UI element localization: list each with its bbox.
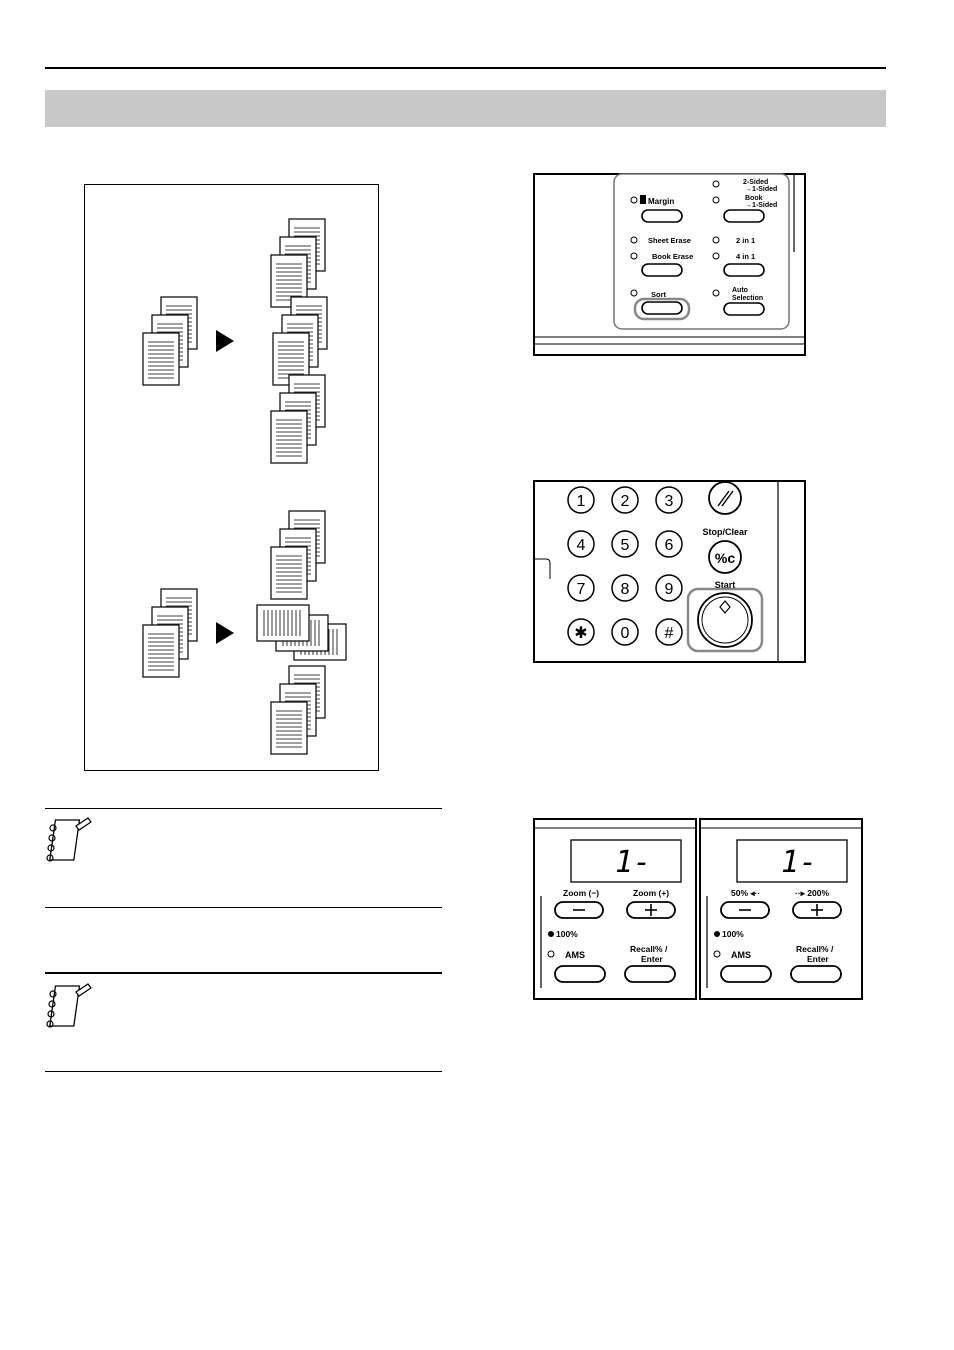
left-recall-line1: Recall% /	[630, 944, 668, 954]
right-ams-label: AMS	[731, 950, 751, 960]
note-rule-bottom-2	[45, 1071, 442, 1072]
book-line2: →1-Sided	[745, 202, 777, 209]
key-5[interactable]	[611, 530, 639, 558]
combine-button[interactable]	[723, 263, 765, 277]
key-5-label: 5	[621, 537, 630, 554]
notepad-icon-1	[46, 817, 92, 862]
left-100-label: 100%	[556, 929, 578, 939]
stop-clear-label: Stop/Clear	[702, 527, 748, 537]
display-panel-right: 1- 50% ◂·· ··▸ 200% 100% AMS Recall% / E…	[699, 818, 863, 1000]
reset-button[interactable]	[708, 481, 742, 515]
keypad-panel: 1 2 3 4 5 6 7 8 9 ✱ 0 # Stop/Clear %c St…	[533, 480, 806, 663]
stop-clear-icon: %c	[715, 550, 735, 566]
book-line1: Book	[745, 195, 763, 202]
four-in-one-label: 4 in 1	[736, 252, 755, 261]
key-hash[interactable]	[655, 618, 683, 646]
note-rule-top-1	[45, 808, 442, 809]
key-1-label: 1	[577, 493, 586, 510]
left-readout: 1-	[615, 845, 651, 880]
left-ams-button[interactable]	[554, 965, 606, 983]
key-8[interactable]	[611, 574, 639, 602]
sheet-erase-label: Sheet Erase	[648, 236, 691, 245]
erase-button[interactable]	[641, 263, 683, 277]
right-recall-line2: Enter	[807, 954, 829, 964]
auto-line2: Selection	[732, 295, 763, 302]
left-recall-line2: Enter	[641, 954, 663, 964]
auto-line1: Auto	[732, 287, 748, 294]
start-label: Start	[715, 580, 736, 590]
two-sided-line2: →1-Sided	[745, 186, 777, 193]
key-7-label: 7	[577, 581, 586, 598]
two-sided-line1: 2-Sided	[743, 179, 768, 186]
key-1[interactable]	[567, 486, 595, 514]
section-heading-bar	[45, 90, 886, 127]
key-2[interactable]	[611, 486, 639, 514]
key-6[interactable]	[655, 530, 683, 558]
key-9[interactable]	[655, 574, 683, 602]
right-enter-button[interactable]	[790, 965, 842, 983]
key-0-label: 0	[621, 625, 630, 642]
key-8-label: 8	[621, 581, 630, 598]
key-3[interactable]	[655, 486, 683, 514]
key-7[interactable]	[567, 574, 595, 602]
left-zoom-plus-label: Zoom (+)	[633, 888, 669, 898]
key-4[interactable]	[567, 530, 595, 558]
two-in-one-label: 2 in 1	[736, 236, 755, 245]
left-zoom-minus-label: Zoom (−)	[563, 888, 599, 898]
right-ams-button[interactable]	[720, 965, 772, 983]
key-asterisk[interactable]	[567, 618, 595, 646]
duplex-button[interactable]	[723, 209, 765, 223]
key-3-label: 3	[665, 493, 674, 510]
reset-icon	[717, 490, 734, 507]
margin-label: Margin	[648, 197, 674, 206]
key-4-label: 4	[577, 537, 586, 554]
copy-mode-panel: Margin Sheet Erase Book Erase Sort 2-Sid…	[533, 173, 806, 356]
sort-button[interactable]	[641, 301, 683, 315]
key-0[interactable]	[611, 618, 639, 646]
key-2-label: 2	[621, 493, 630, 510]
stop-clear-button[interactable]	[708, 540, 742, 574]
left-ams-label: AMS	[565, 950, 585, 960]
right-zoom-plus-label: ··▸ 200%	[795, 888, 829, 898]
right-100-label: 100%	[722, 929, 744, 939]
book-erase-label: Book Erase	[652, 252, 693, 261]
right-recall-line1: Recall% /	[796, 944, 834, 954]
right-readout: 1-	[781, 845, 817, 880]
key-asterisk-label: ✱	[574, 625, 587, 642]
right-zoom-minus-label: 50% ◂··	[731, 888, 760, 898]
sort-illustration-frame	[84, 184, 379, 771]
auto-selection-button[interactable]	[723, 302, 765, 316]
notepad-icon-2	[46, 983, 92, 1028]
display-panel-left: 1- Zoom (−) Zoom (+) 100% AMS Recall% / …	[533, 818, 697, 1000]
start-button[interactable]	[697, 592, 753, 648]
note-rule-bottom-1	[45, 907, 442, 908]
left-enter-button[interactable]	[624, 965, 676, 983]
sort-label: Sort	[651, 290, 667, 299]
margin-button[interactable]	[641, 209, 683, 223]
key-6-label: 6	[665, 537, 674, 554]
key-9-label: 9	[665, 581, 674, 598]
note-rule-top-2	[45, 972, 442, 974]
header-rule	[45, 67, 886, 69]
key-hash-label: #	[665, 625, 674, 642]
start-icon	[719, 600, 731, 614]
